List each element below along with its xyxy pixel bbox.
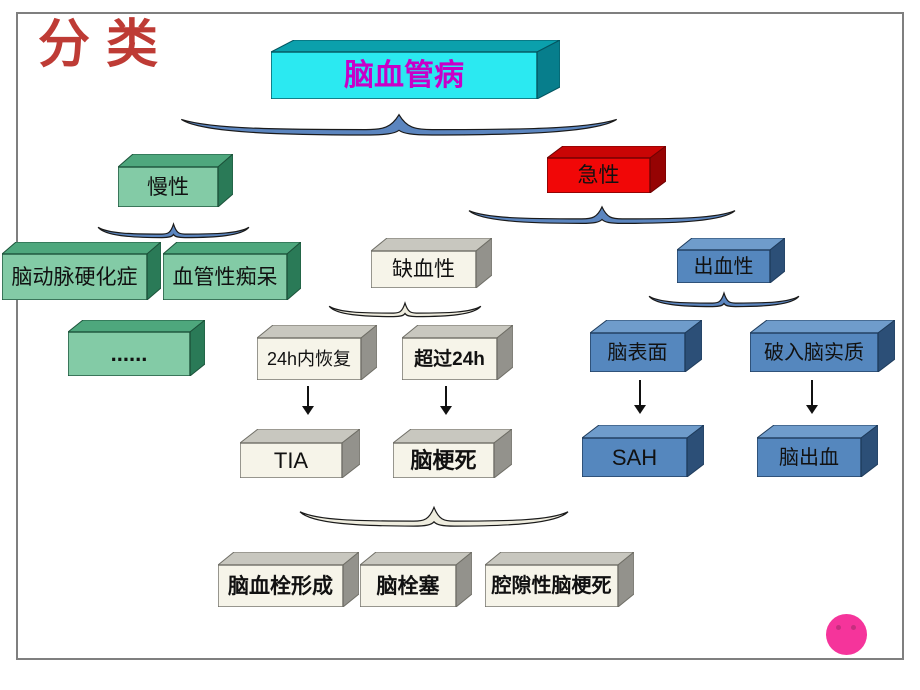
node-tia: TIA (240, 429, 360, 478)
cube-faces-icon (163, 242, 301, 300)
node-recover24: 24h内恢复 (257, 325, 377, 380)
cube-faces-icon (485, 552, 634, 607)
arrow-recover24-to-tia (301, 386, 315, 415)
cube-faces-icon (118, 154, 233, 207)
node-athero: 脑动脉硬化症 (2, 242, 161, 300)
down-arrow-icon (806, 380, 818, 414)
node-label-embolism: 脑栓塞 (376, 574, 440, 598)
node-label-thrombosis: 脑血栓形成 (228, 574, 333, 598)
brace-under-chronic (97, 221, 250, 239)
node-cvd: 脑血管病 (271, 40, 560, 99)
node-label-hemorrhagic: 出血性 (693, 255, 754, 278)
node-acute: 急性 (547, 146, 666, 193)
node-etc: ...... (68, 320, 205, 376)
brace-icon (299, 505, 569, 527)
node-label-hemorrhage: 脑出血 (779, 446, 839, 469)
page-title: 分类 (38, 14, 175, 75)
cube-faces-icon (677, 238, 785, 283)
node-lacunar: 腔隙性脑梗死 (485, 552, 634, 607)
cube-faces-icon (547, 146, 666, 193)
node-vdem: 血管性痴呆 (163, 242, 301, 300)
node-over24: 超过24h (402, 325, 513, 380)
node-label-cvd: 脑血管病 (344, 58, 464, 92)
cube-faces-icon (402, 325, 513, 380)
cube-faces-icon (360, 552, 472, 607)
brace-icon (180, 113, 618, 136)
node-infarct: 脑梗死 (393, 429, 512, 478)
down-arrow-icon (634, 380, 646, 414)
cube-faces-icon (590, 320, 702, 372)
cube-faces-icon (393, 429, 512, 478)
cube-faces-icon (750, 320, 895, 372)
cube-faces-icon (582, 425, 704, 477)
node-sah: SAH (582, 425, 704, 477)
node-hemorrhagic: 出血性 (677, 238, 785, 283)
node-embolism: 脑栓塞 (360, 552, 472, 607)
node-ischemic: 缺血性 (371, 238, 492, 288)
down-arrow-icon (302, 386, 314, 415)
node-label-over24: 超过24h (414, 348, 485, 370)
node-surface: 脑表面 (590, 320, 702, 372)
node-label-surface: 脑表面 (607, 341, 668, 364)
node-hemorrhage: 脑出血 (757, 425, 878, 477)
brace-under-cvd (178, 110, 620, 137)
brace-icon (97, 222, 250, 239)
smiley-decoration (826, 614, 867, 655)
cube-faces-icon (257, 325, 377, 380)
brace-under-acute (467, 203, 737, 225)
cube-faces-icon (218, 552, 359, 607)
cube-faces-icon (2, 242, 161, 300)
cube-faces-icon (68, 320, 205, 376)
node-label-rupture: 破入脑实质 (764, 341, 864, 364)
node-rupture: 破入脑实质 (750, 320, 895, 372)
brace-icon (328, 301, 482, 318)
smiley-right-eye-icon (851, 625, 856, 630)
arrow-surface-to-sah (633, 380, 647, 414)
node-label-etc: ...... (110, 341, 148, 366)
brace-icon (468, 205, 736, 225)
node-label-infarct: 脑梗死 (410, 447, 477, 473)
node-label-lacunar: 腔隙性脑梗死 (491, 575, 612, 597)
node-chronic: 慢性 (118, 154, 233, 207)
cube-faces-icon (240, 429, 360, 478)
smiley-left-eye-icon (836, 625, 841, 630)
node-label-chronic: 慢性 (147, 175, 189, 199)
node-label-recover24: 24h内恢复 (266, 349, 352, 369)
cube-faces-icon (271, 40, 560, 99)
node-label-vdem: 血管性痴呆 (172, 265, 278, 289)
cube-faces-icon (371, 238, 492, 288)
node-label-acute: 急性 (577, 164, 620, 187)
node-thrombosis: 脑血栓形成 (218, 552, 359, 607)
cube-faces-icon (757, 425, 878, 477)
brace-under-ischemic (328, 300, 482, 318)
brace-under-hemorrhagic (648, 290, 800, 308)
node-label-tia: TIA (273, 447, 309, 473)
brace-under-infarct (298, 503, 570, 528)
arrow-over24-to-infarct (439, 386, 453, 415)
node-label-sah: SAH (611, 444, 658, 470)
brace-icon (648, 291, 800, 308)
arrow-rupture-to-hemorrhage (805, 380, 819, 414)
node-label-athero: 脑动脉硬化症 (11, 265, 138, 289)
node-label-ischemic: 缺血性 (392, 258, 455, 281)
down-arrow-icon (440, 386, 452, 415)
